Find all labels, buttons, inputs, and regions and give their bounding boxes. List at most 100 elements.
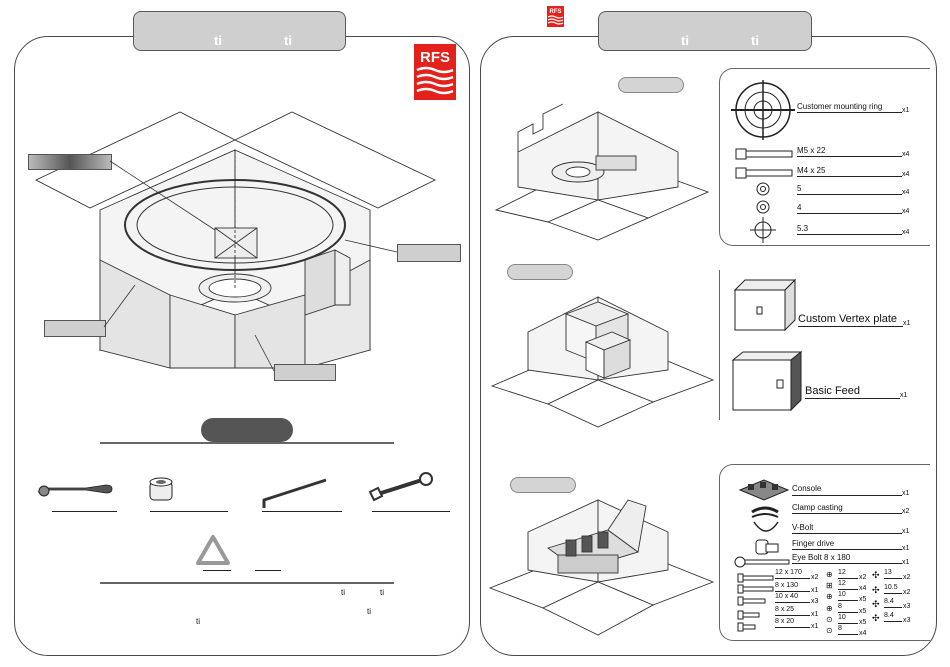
nut-icon: ⊕ bbox=[826, 604, 833, 613]
warning-frag-3: ti bbox=[367, 607, 371, 616]
part-eye-bolt-qty: x1 bbox=[902, 559, 910, 566]
part-mounting-ring-qty: x1 bbox=[902, 107, 910, 114]
tools-divider bbox=[100, 442, 394, 444]
part-eye-bolt-label: Eye Bolt 8 x 180 bbox=[792, 553, 851, 562]
step-1-badge bbox=[618, 77, 684, 93]
part-console-qty: x1 bbox=[902, 490, 910, 497]
svg-text:RFS: RFS bbox=[420, 49, 450, 66]
washer-label-1: 13 bbox=[884, 569, 892, 576]
right-header-frag-2: ti bbox=[751, 33, 759, 48]
nut-icon: ⊕ bbox=[826, 592, 833, 601]
step-1-illustration bbox=[494, 103, 710, 241]
nut-qty-6: x4 bbox=[859, 630, 867, 637]
part-basic-feed-rule bbox=[805, 398, 900, 399]
rfs-logo: RFS bbox=[414, 44, 456, 100]
part-m5-label: M5 x 22 bbox=[797, 146, 826, 155]
nut-rule-3 bbox=[838, 600, 858, 601]
bolt-qty-1: x2 bbox=[811, 574, 819, 581]
part-clamp-casting-rule bbox=[792, 513, 902, 514]
part-4-rule bbox=[797, 213, 902, 214]
tools-banner bbox=[201, 418, 293, 442]
tool-line-3 bbox=[262, 511, 342, 512]
washer-qty-2: x2 bbox=[903, 589, 911, 596]
bolt-icon bbox=[737, 622, 756, 632]
bolt-icon bbox=[737, 596, 766, 606]
part-console-rule bbox=[792, 495, 902, 496]
m5-screw-icon bbox=[735, 148, 793, 160]
nut-rule-6 bbox=[838, 634, 858, 635]
rfs-small-logo: RFS bbox=[547, 6, 564, 27]
part-vertex-plate-label: Custom Vertex plate bbox=[798, 313, 898, 325]
part-v-bolt-label: V-Bolt bbox=[792, 523, 814, 532]
callout-label-3 bbox=[44, 320, 106, 337]
nut-label-4: 8 bbox=[838, 603, 842, 610]
bolt-rule-4 bbox=[775, 615, 810, 616]
rfs-logo-graphic: RFS bbox=[414, 44, 456, 100]
nut-rule-2 bbox=[838, 589, 858, 590]
washer-qty-1: x2 bbox=[903, 574, 911, 581]
bolt-qty-5: x1 bbox=[811, 623, 819, 630]
nut-label-1: 12 bbox=[838, 569, 846, 576]
part-5-3-rule bbox=[797, 234, 902, 235]
nut-qty-1: x2 bbox=[859, 574, 867, 581]
part-m4-qty: x4 bbox=[902, 171, 910, 178]
part-m5-qty: x4 bbox=[902, 151, 910, 158]
part-4-label: 4 bbox=[797, 203, 802, 212]
eye-bolt-icon bbox=[734, 556, 790, 568]
warning-divider bbox=[100, 582, 394, 584]
step-2-illustration bbox=[490, 296, 715, 428]
washer-qty-3: x3 bbox=[903, 603, 911, 610]
washer-rule-1 bbox=[884, 578, 902, 579]
part-mounting-ring-label: Customer mounting ring bbox=[797, 102, 883, 111]
bolt-label-3: 10 x 40 bbox=[775, 593, 798, 600]
washer-label-2: 10.5 bbox=[884, 584, 898, 591]
bolt-label-4: 8 x 25 bbox=[775, 606, 795, 613]
torque-wrench-icon bbox=[37, 484, 113, 497]
left-header-tab: ti ti bbox=[133, 11, 346, 51]
warning-short-rule-2 bbox=[255, 570, 281, 571]
nut-label-2: 12 bbox=[838, 580, 846, 587]
part-mounting-ring-rule bbox=[797, 112, 902, 113]
warning-triangle-icon bbox=[196, 535, 230, 565]
right-header-frag-1: ti bbox=[681, 33, 689, 48]
clamp-casting-icon bbox=[751, 506, 779, 518]
washer-5-3-icon bbox=[750, 217, 776, 243]
part-5-label: 5 bbox=[797, 184, 802, 193]
part-v-bolt-qty: x1 bbox=[902, 528, 910, 535]
step-3-illustration bbox=[488, 499, 715, 636]
step-3-badge bbox=[510, 477, 576, 493]
warning-frag-1: ti bbox=[341, 588, 345, 597]
warning-frag-2: ti bbox=[380, 588, 384, 597]
bolt-rule-2 bbox=[775, 591, 810, 592]
bolt-qty-4: x1 bbox=[811, 611, 819, 618]
part-4-qty: x4 bbox=[902, 208, 910, 215]
finger-drive-icon bbox=[755, 539, 779, 555]
nut-qty-4: x5 bbox=[859, 608, 867, 615]
nut-icon: ⊙ bbox=[826, 615, 833, 624]
bolt-qty-3: x3 bbox=[811, 598, 819, 605]
svg-text:RFS: RFS bbox=[550, 9, 562, 15]
nut-label-5: 10 bbox=[838, 614, 846, 621]
washer-qty-4: x3 bbox=[903, 617, 911, 624]
hex-key-icon bbox=[262, 478, 327, 508]
nut-qty-3: x5 bbox=[859, 596, 867, 603]
bolt-icon bbox=[737, 610, 760, 620]
washer-label-4: 8.4 bbox=[884, 612, 894, 619]
part-clamp-casting-label: Clamp casting bbox=[792, 503, 843, 512]
washer-label-3: 8.4 bbox=[884, 598, 894, 605]
vertex-plate-icon bbox=[733, 278, 797, 332]
part-5-3-label: 5.3 bbox=[797, 224, 809, 233]
washer-rule-2 bbox=[884, 593, 902, 594]
part-vertex-plate-qty: x1 bbox=[903, 320, 911, 327]
rfs-small-logo-graphic: RFS bbox=[547, 6, 564, 27]
bolt-label-1: 12 x 170 bbox=[775, 569, 802, 576]
bolt-rule-1 bbox=[775, 578, 810, 579]
washer-icon: ✣ bbox=[872, 585, 880, 595]
left-header-frag-1: ti bbox=[214, 33, 222, 48]
nut-qty-5: x5 bbox=[859, 619, 867, 626]
tool-line-2 bbox=[150, 511, 228, 512]
washer-rule-4 bbox=[884, 621, 902, 622]
socket-icon bbox=[149, 477, 173, 501]
m4-screw-icon bbox=[735, 167, 793, 179]
right-header-tab: ti ti bbox=[598, 11, 812, 51]
